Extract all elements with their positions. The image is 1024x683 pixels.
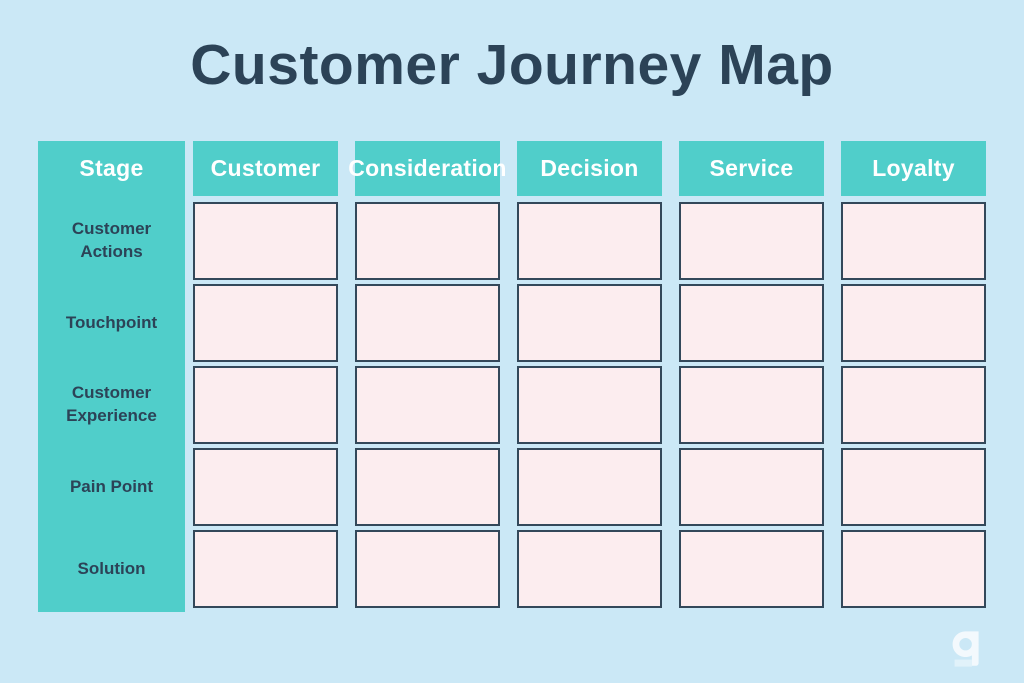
page-title: Customer Journey Map [190, 33, 834, 97]
matrix-cell[interactable] [679, 448, 824, 526]
matrix-cell[interactable] [517, 530, 662, 608]
matrix-cell[interactable] [517, 448, 662, 526]
matrix-cell[interactable] [841, 530, 986, 608]
stage-row-label: Pain Point [69, 476, 154, 496]
matrix-cell[interactable] [355, 284, 500, 362]
matrix-cell[interactable] [679, 202, 824, 280]
matrix-cell[interactable] [841, 366, 986, 444]
matrix-cell[interactable] [679, 366, 824, 444]
matrix-cell[interactable] [193, 366, 338, 444]
matrix-cell[interactable] [517, 202, 662, 280]
column-header-3[interactable]: Decision [517, 141, 662, 196]
stage-row-label: Touchpoint [65, 312, 158, 332]
matrix-cell[interactable] [841, 284, 986, 362]
matrix-cell[interactable] [841, 448, 986, 526]
matrix-cell[interactable] [841, 202, 986, 280]
stage-row-label: Solution [77, 558, 146, 578]
column-header-4[interactable]: Service [679, 141, 824, 196]
column-header-1[interactable]: Customer [193, 141, 338, 196]
matrix-cell[interactable] [679, 284, 824, 362]
stage-row-label: Customer Actions [71, 219, 152, 261]
matrix-cell[interactable] [517, 366, 662, 444]
column-header-5[interactable]: Loyalty [841, 141, 986, 196]
column-header-2[interactable]: Consideration [348, 141, 506, 196]
matrix-cell[interactable] [193, 448, 338, 526]
matrix-cell[interactable] [193, 284, 338, 362]
matrix-cell[interactable] [355, 366, 500, 444]
stage-row-label: Customer Experience [66, 383, 157, 425]
matrix-cell[interactable] [355, 530, 500, 608]
matrix-cell[interactable] [193, 202, 338, 280]
g-logo [944, 623, 996, 675]
matrix-cell[interactable] [517, 284, 662, 362]
matrix-cell[interactable] [679, 530, 824, 608]
matrix-cell[interactable] [355, 448, 500, 526]
matrix-cell[interactable] [355, 202, 500, 280]
stage-column-header: Stage [79, 155, 144, 181]
matrix-cell[interactable] [193, 530, 338, 608]
